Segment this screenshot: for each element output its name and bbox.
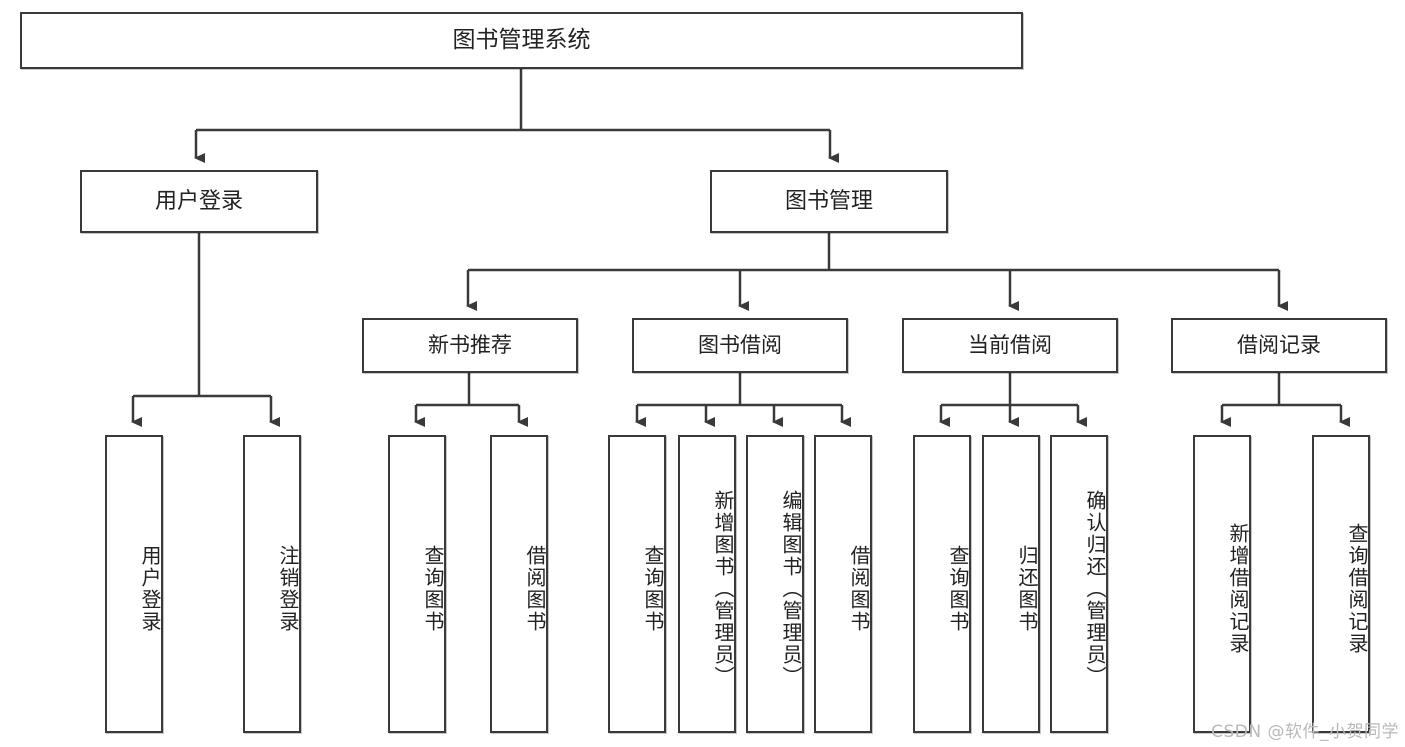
leaf-records-add-record[interactable]: 新增借阅记录 (1193, 435, 1251, 733)
node-label: 注销登录 (276, 545, 300, 633)
node-book-management[interactable]: 图书管理 (710, 170, 948, 233)
node-label: 图书管理 (784, 188, 873, 214)
leaf-user-login-logout[interactable]: 注销登录 (243, 435, 301, 733)
node-user-login[interactable]: 用户登录 (80, 170, 318, 233)
node-label: 当前借阅 (968, 333, 1052, 358)
leaf-current-confirm-return-admin[interactable]: 确认归还（管理员） (1050, 435, 1108, 733)
node-label: 新增借阅记录 (1226, 523, 1250, 655)
csdn-watermark: CSDN @软件_小贺同学 (1211, 722, 1399, 742)
leaf-borrow-borrow-book[interactable]: 借阅图书 (814, 435, 872, 733)
node-current-borrow[interactable]: 当前借阅 (902, 318, 1118, 373)
leaf-borrow-add-book-admin[interactable]: 新增图书（管理员） (678, 435, 736, 733)
leaf-recommend-borrow-book[interactable]: 借阅图书 (490, 435, 548, 733)
node-label: 图书借阅 (698, 333, 782, 358)
leaf-borrow-query-book[interactable]: 查询图书 (608, 435, 666, 733)
leaf-borrow-edit-book-admin[interactable]: 编辑图书（管理员） (746, 435, 804, 733)
leaf-records-query-record[interactable]: 查询借阅记录 (1312, 435, 1370, 733)
node-label: 新书推荐 (428, 333, 512, 358)
node-root-system[interactable]: 图书管理系统 (20, 12, 1023, 69)
node-book-borrow[interactable]: 图书借阅 (632, 318, 848, 373)
node-label: 查询借阅记录 (1345, 523, 1369, 655)
leaf-user-login-login[interactable]: 用户登录 (105, 435, 163, 733)
node-label: 编辑图书（管理员） (779, 490, 803, 688)
node-label: 查询图书 (421, 545, 445, 633)
node-label: 查询图书 (946, 545, 970, 633)
node-label: 借阅图书 (523, 545, 547, 633)
node-label: 用户登录 (138, 545, 162, 633)
node-borrow-records[interactable]: 借阅记录 (1171, 318, 1387, 373)
leaf-current-return-book[interactable]: 归还图书 (982, 435, 1040, 733)
leaf-current-query-book[interactable]: 查询图书 (913, 435, 971, 733)
node-label: 新增图书（管理员） (711, 490, 735, 688)
node-new-book-recommend[interactable]: 新书推荐 (362, 318, 578, 373)
node-label: 用户登录 (154, 188, 243, 214)
node-label: 借阅图书 (847, 545, 871, 633)
node-label: 确认归还（管理员） (1083, 490, 1107, 688)
node-label: 查询图书 (641, 545, 665, 633)
node-label: 归还图书 (1015, 545, 1039, 633)
leaf-recommend-query-book[interactable]: 查询图书 (388, 435, 446, 733)
node-label: 图书管理系统 (452, 26, 591, 53)
node-label: 借阅记录 (1237, 333, 1321, 358)
